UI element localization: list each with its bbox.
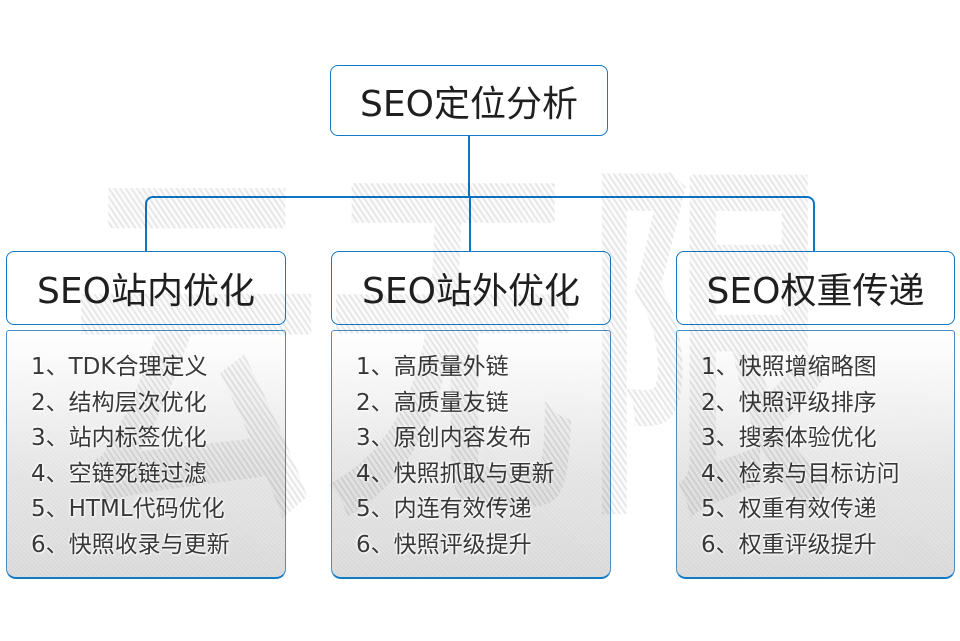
column-node-onsite: SEO站内优化 <box>6 251 286 325</box>
connector-bracket <box>145 196 815 252</box>
root-node: SEO定位分析 <box>330 65 608 136</box>
column-node-label: SEO站内优化 <box>37 271 255 312</box>
column-node-label: SEO权重传递 <box>706 271 925 312</box>
list-item: 5、权重有效传递 <box>701 496 877 523</box>
column-node-label: SEO站外优化 <box>362 271 580 312</box>
column-node-offsite: SEO站外优化 <box>331 251 611 325</box>
list-panel-onsite: 1、TDK合理定义 2、结构层次优化 3、站内标签优化 4、空链死链过滤 5、H… <box>6 330 286 579</box>
list-item: 6、权重评级提升 <box>701 531 877 558</box>
list-item: 5、HTML代码优化 <box>31 496 225 523</box>
root-node-label: SEO定位分析 <box>360 83 578 125</box>
list-item: 1、快照增缩略图 <box>701 354 877 380</box>
list-item: 6、快照评级提升 <box>356 531 532 558</box>
list-panel-weight: 1、快照增缩略图 2、快照评级排序 3、搜索体验优化 4、检索与目标访问 5、权… <box>676 330 955 579</box>
list-item: 4、检索与目标访问 <box>701 460 900 487</box>
list-item: 4、快照抓取与更新 <box>356 460 555 487</box>
list-item: 4、空链死链过滤 <box>31 460 207 487</box>
connector-drop-center <box>469 196 471 252</box>
list-item: 3、搜索体验优化 <box>701 425 877 452</box>
list-item: 6、快照收录与更新 <box>31 531 230 558</box>
list-item: 1、TDK合理定义 <box>31 354 208 380</box>
list-item: 2、结构层次优化 <box>31 389 207 416</box>
list-item: 5、内连有效传递 <box>356 496 532 523</box>
connector-stem <box>468 135 470 197</box>
list-panel-offsite: 1、高质量外链 2、高质量友链 3、原创内容发布 4、快照抓取与更新 5、内连有… <box>331 330 611 579</box>
list-item: 2、快照评级排序 <box>701 389 877 416</box>
list-item: 2、高质量友链 <box>356 389 509 416</box>
list-item: 3、原创内容发布 <box>356 425 532 452</box>
list-item: 3、站内标签优化 <box>31 425 207 452</box>
column-node-weight: SEO权重传递 <box>676 251 955 325</box>
list-item: 1、高质量外链 <box>356 354 509 380</box>
